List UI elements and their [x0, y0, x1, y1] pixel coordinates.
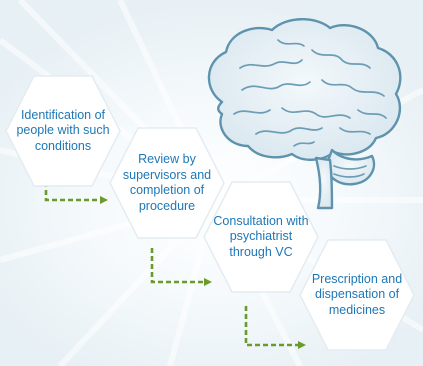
step-4-label: Prescription and dispensation of medicin… — [311, 271, 403, 317]
step-4: Prescription and dispensation of medicin… — [298, 236, 416, 354]
step-3: Consultation with psychiatrist through V… — [202, 178, 320, 296]
step-2: Review by supervisors and completion of … — [108, 124, 226, 242]
hexagon-shape — [109, 127, 225, 239]
hexagon-shape — [5, 75, 121, 187]
hexagon-shape — [299, 239, 415, 351]
step-3-label: Consultation with psychiatrist through V… — [213, 213, 309, 259]
brain-icon — [207, 18, 402, 210]
step-1: Identification of people with such condi… — [4, 72, 122, 190]
step-2-label: Review by supervisors and completion of … — [122, 152, 212, 213]
step-1-label: Identification of people with such condi… — [16, 107, 110, 153]
hexagon-shape — [203, 181, 319, 293]
